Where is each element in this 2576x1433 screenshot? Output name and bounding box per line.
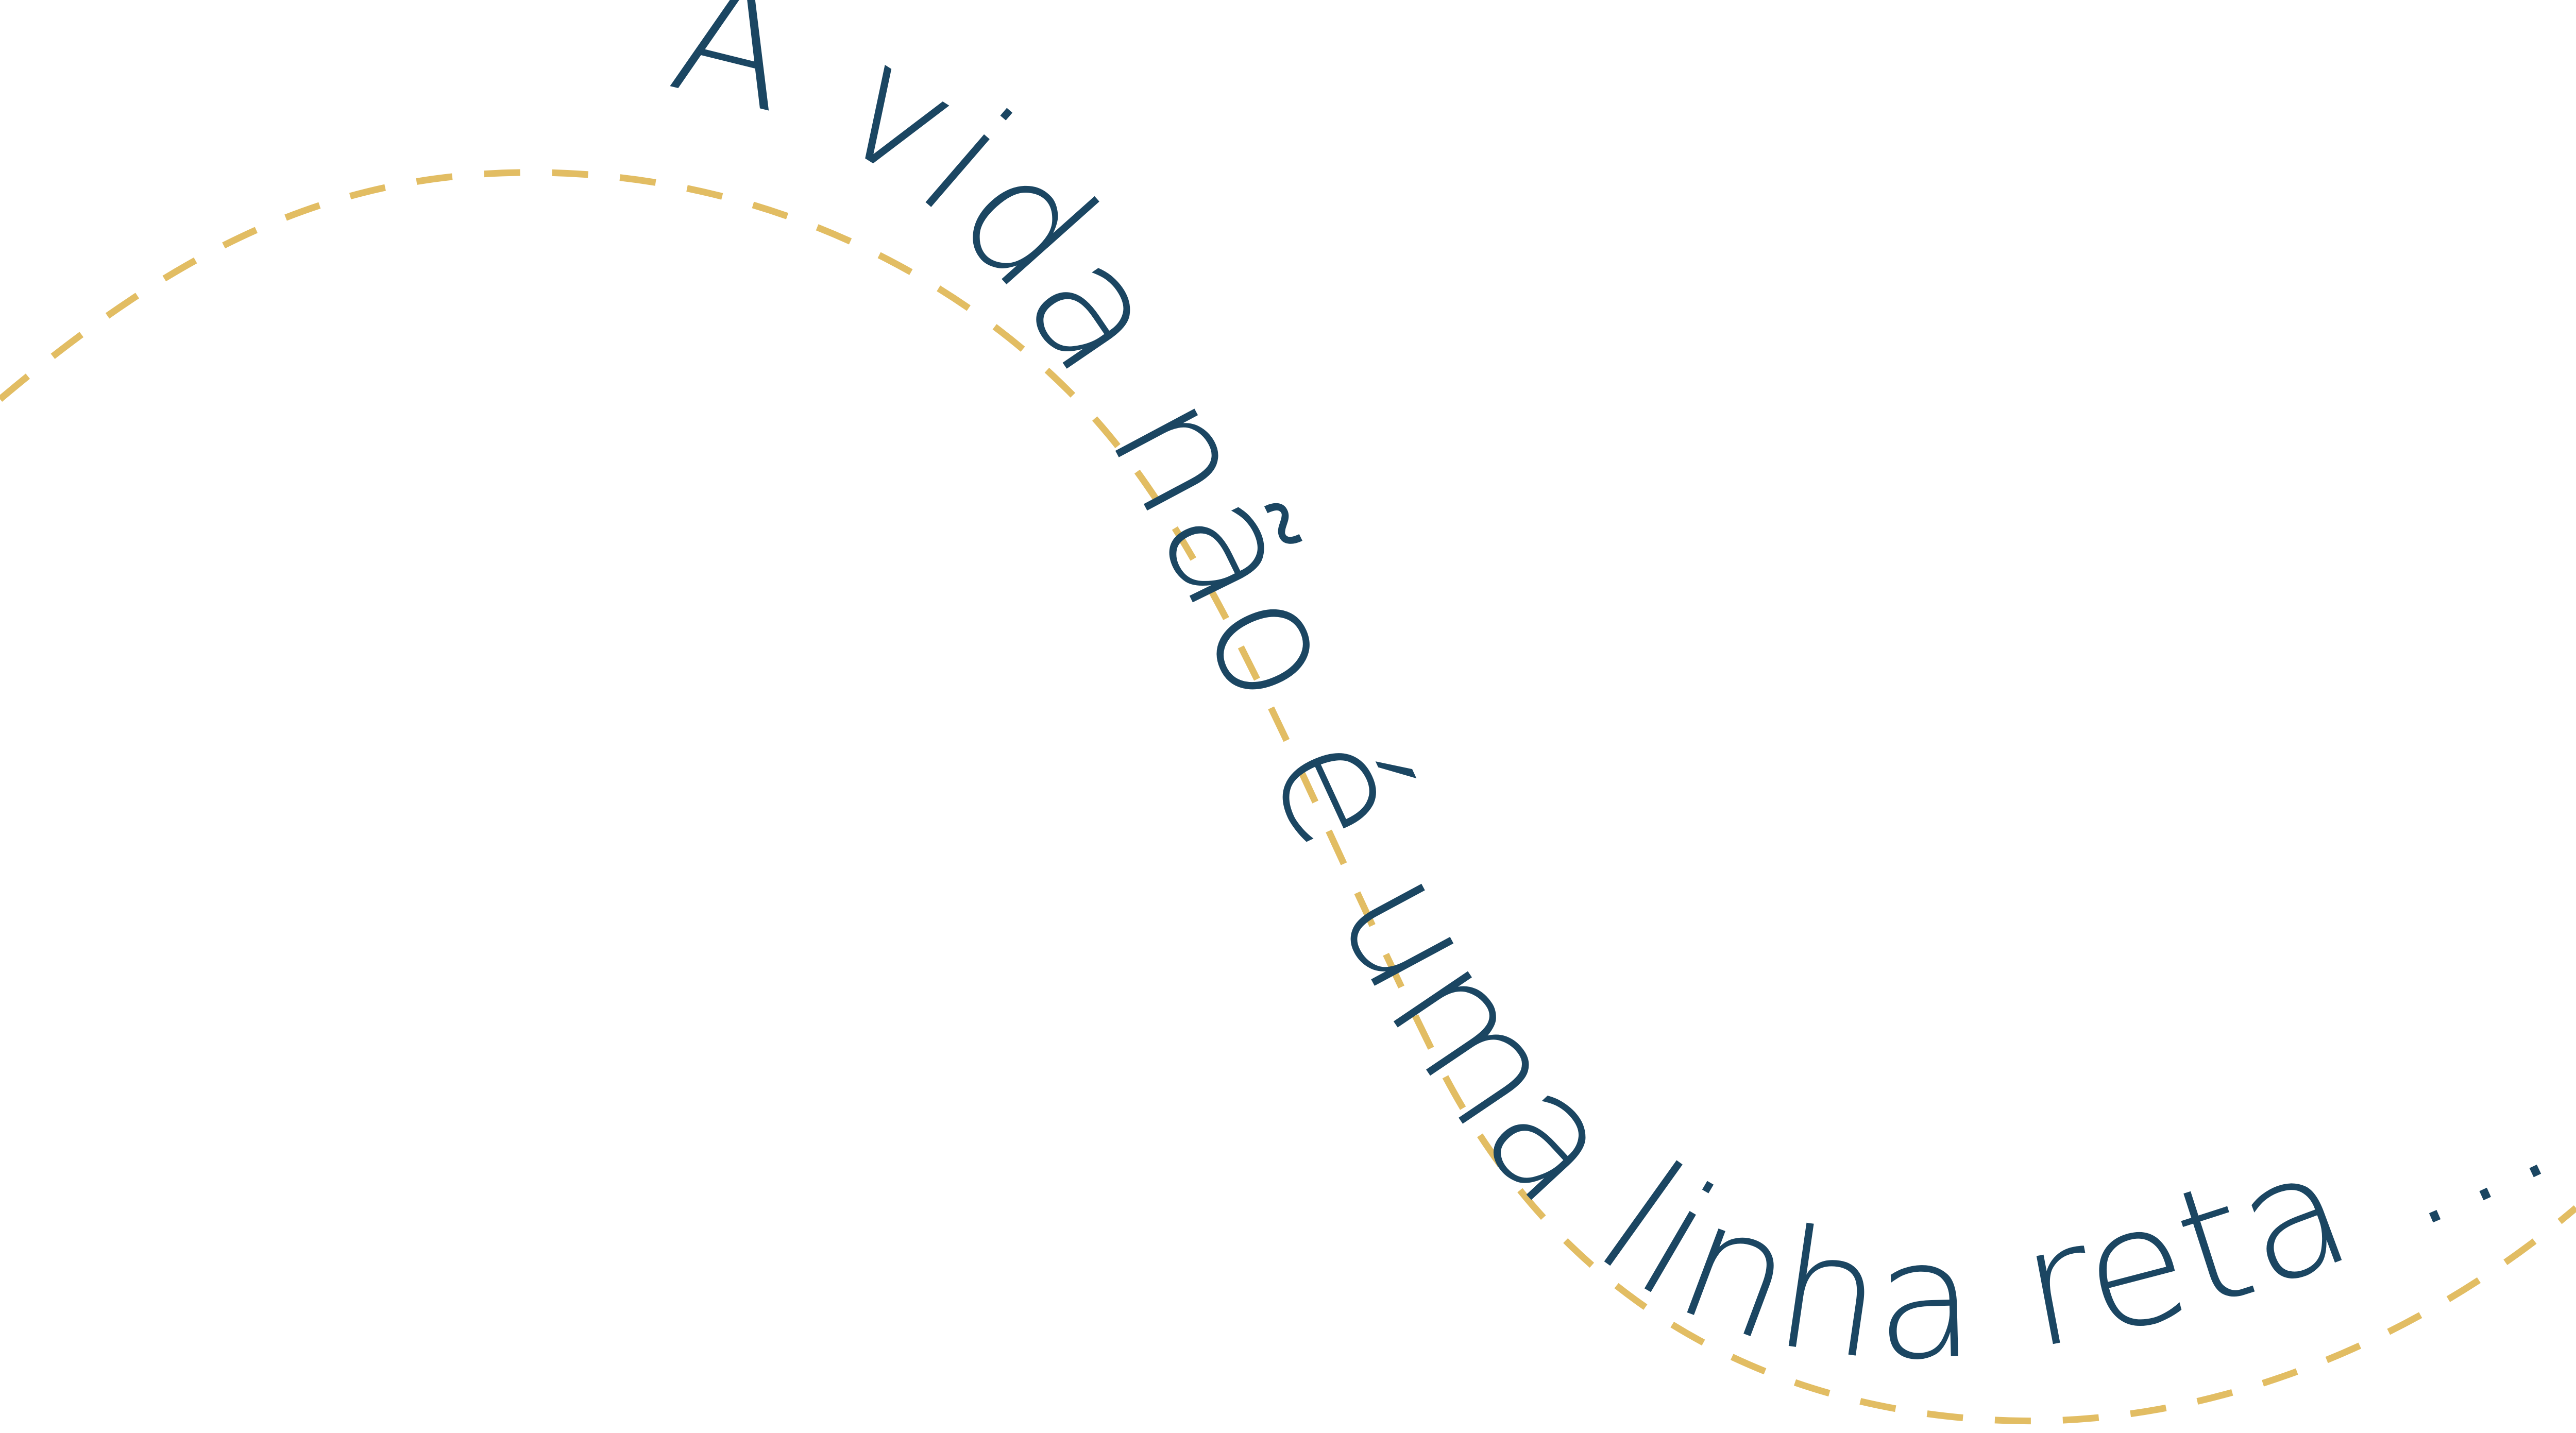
curved-phrase-text: A vida não é uma linha reta ...: [656, 0, 2576, 1397]
phrase-text-path: A vida não é uma linha reta ...: [656, 0, 2576, 1397]
dashed-wave-line: [0, 169, 2576, 1425]
